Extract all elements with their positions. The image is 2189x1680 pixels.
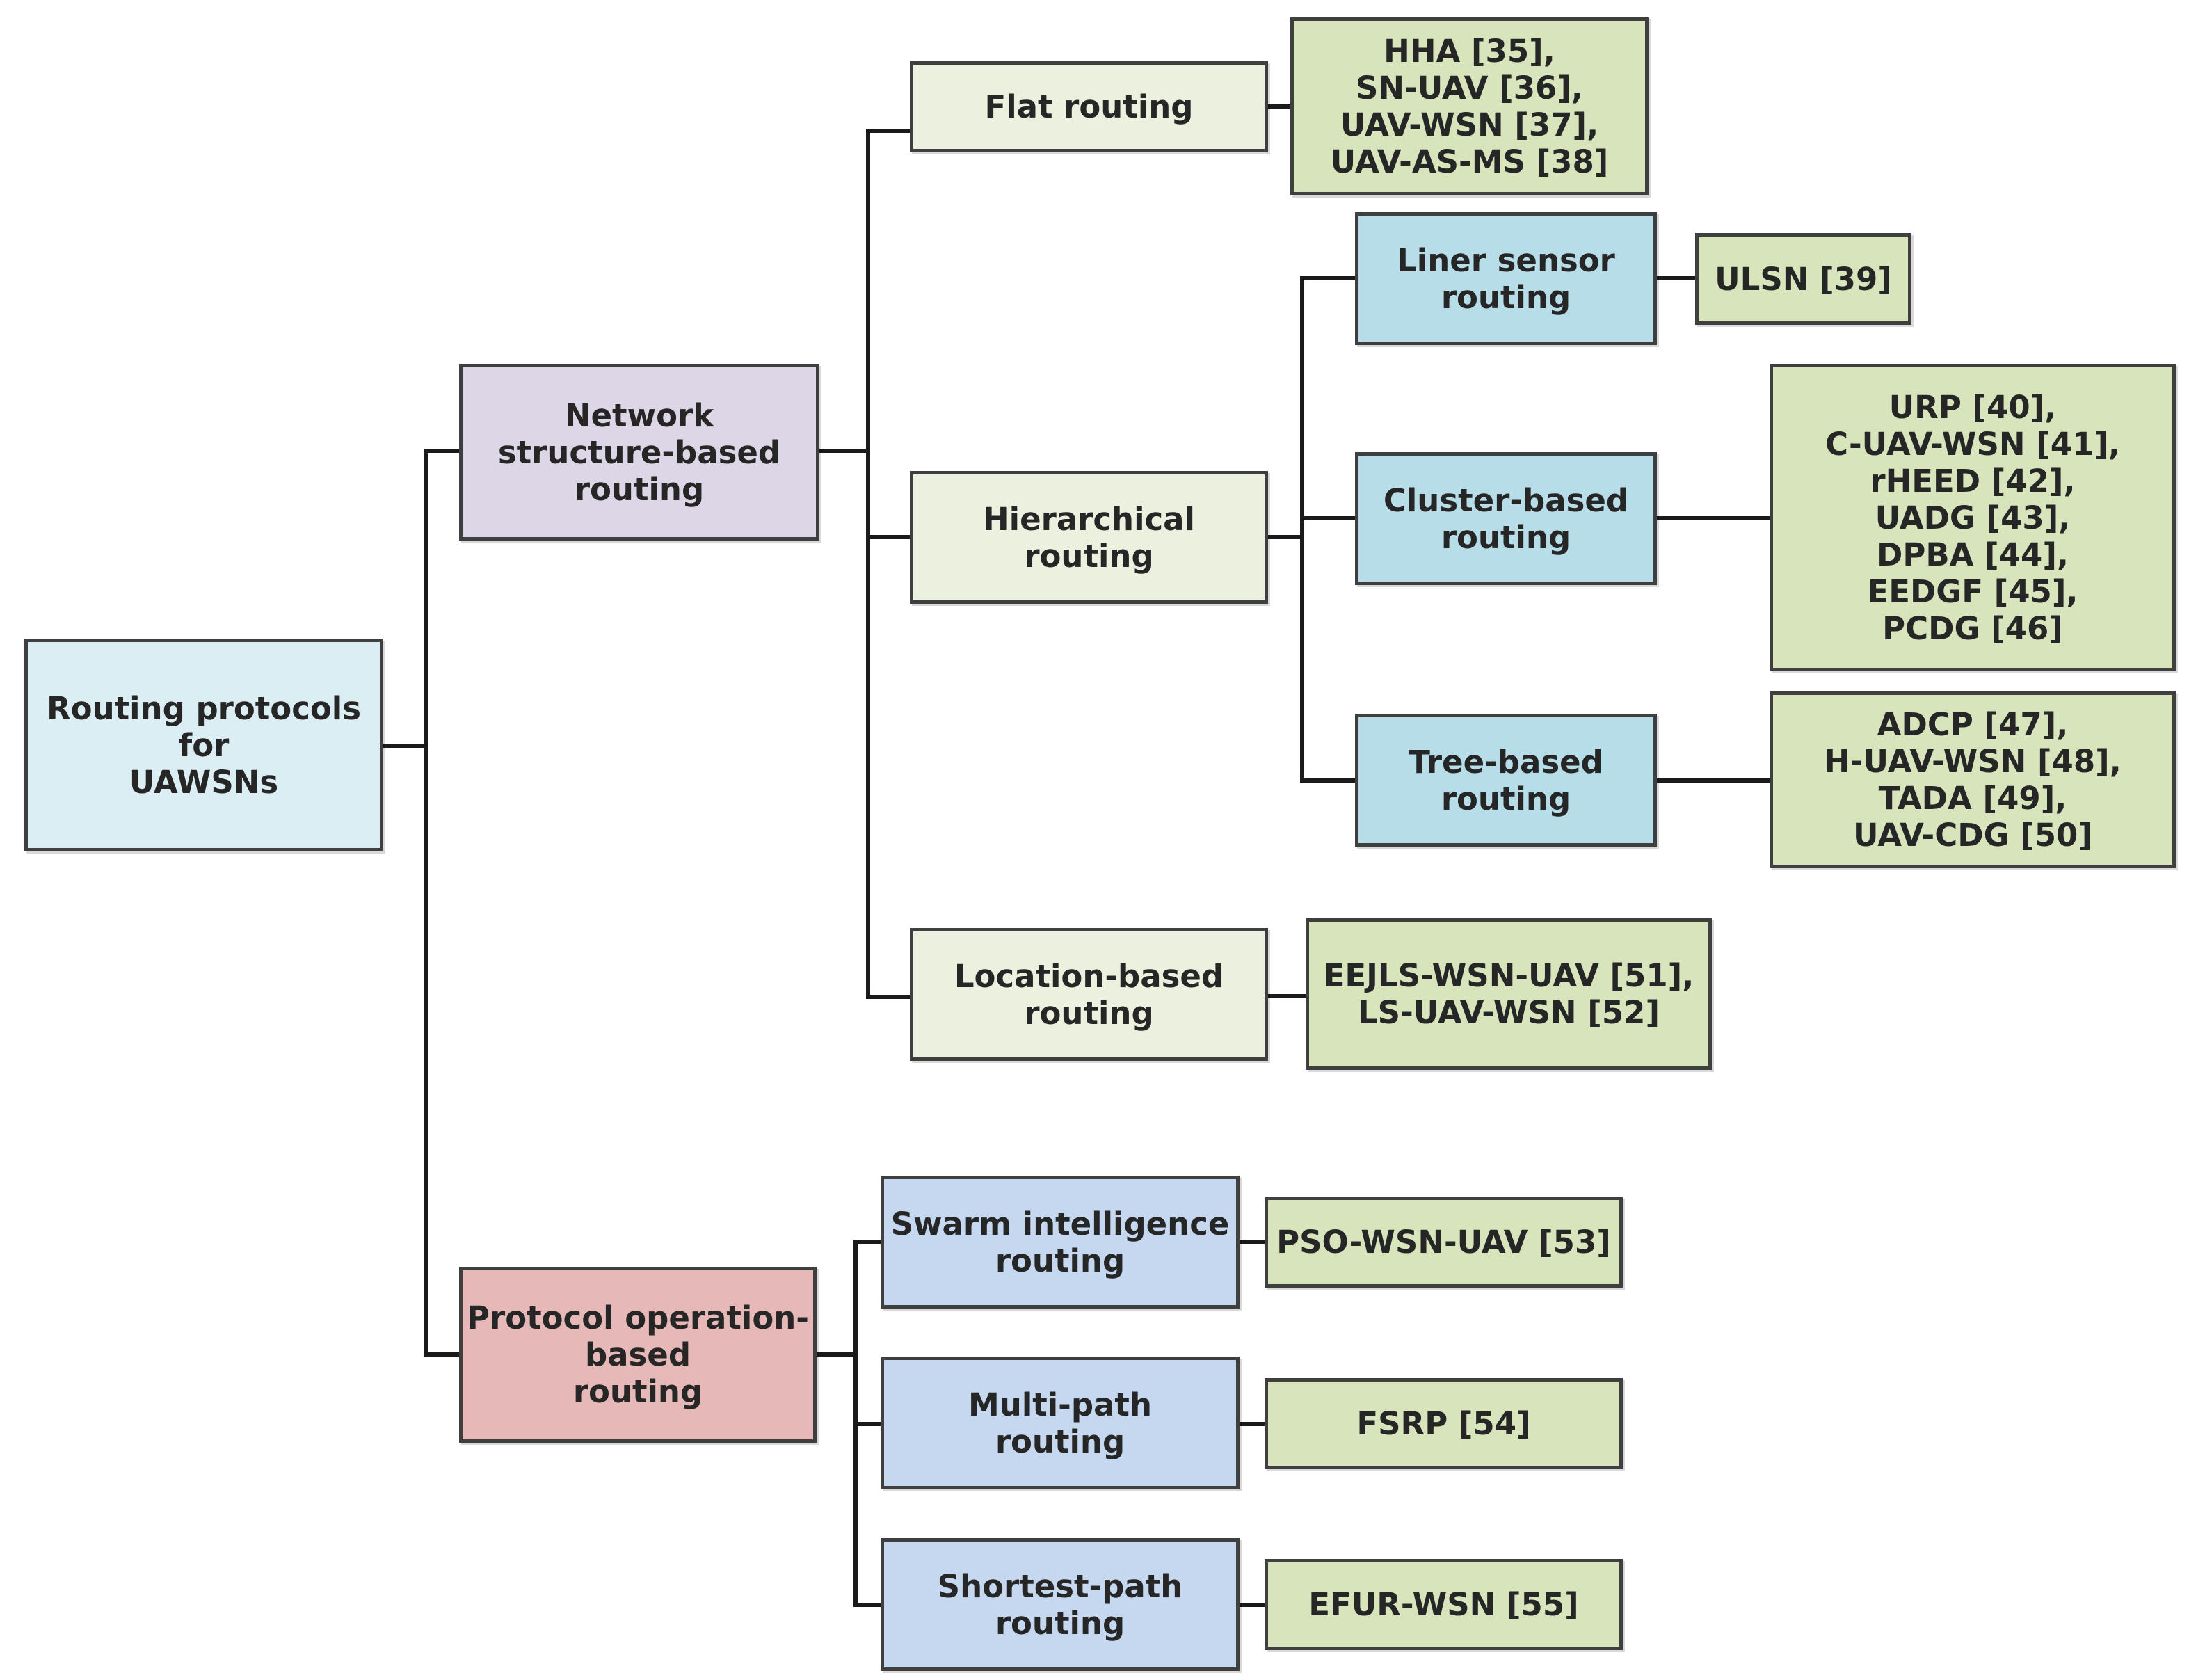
root-node: Routing protocols for UAWSNs — [24, 639, 383, 851]
liner-sensor-routing-node: Liner sensor routing — [1355, 212, 1657, 345]
flat-routing-node: Flat routing — [910, 61, 1268, 152]
tree-routing-node: Tree-based routing — [1355, 714, 1657, 847]
swarm-intelligence-routing-node: Swarm intelligence routing — [881, 1176, 1240, 1309]
connector-network-trunk — [866, 129, 912, 999]
hierarchical-routing-node: Hierarchical routing — [910, 471, 1268, 604]
location-routing-node: Location-based routing — [910, 928, 1268, 1061]
protocol-operation-node: Protocol operation- based routing — [459, 1267, 817, 1443]
shortest-path-refs: EFUR-WSN [55] — [1265, 1559, 1623, 1650]
network-structure-node: Network structure-based routing — [459, 364, 819, 541]
connector-root-trunk — [424, 449, 461, 1357]
location-routing-refs: EEJLS-WSN-UAV [51], LS-UAV-WSN [52] — [1306, 918, 1712, 1070]
cluster-routing-node: Cluster-based routing — [1355, 452, 1657, 585]
connector-hierarchical-trunk — [1300, 276, 1357, 783]
cluster-routing-refs: URP [40], C-UAV-WSN [41], rHEED [42], UA… — [1770, 364, 2176, 671]
multi-path-refs: FSRP [54] — [1265, 1378, 1623, 1469]
shortest-path-routing-node: Shortest-path routing — [881, 1538, 1240, 1671]
flat-routing-refs: HHA [35], SN-UAV [36], UAV-WSN [37], UAV… — [1290, 17, 1649, 195]
swarm-intelligence-refs: PSO-WSN-UAV [53] — [1265, 1197, 1623, 1288]
liner-sensor-refs: ULSN [39] — [1695, 233, 1911, 325]
multi-path-routing-node: Multi-path routing — [881, 1357, 1240, 1489]
tree-routing-refs: ADCP [47], H-UAV-WSN [48], TADA [49], UA… — [1770, 691, 2176, 868]
